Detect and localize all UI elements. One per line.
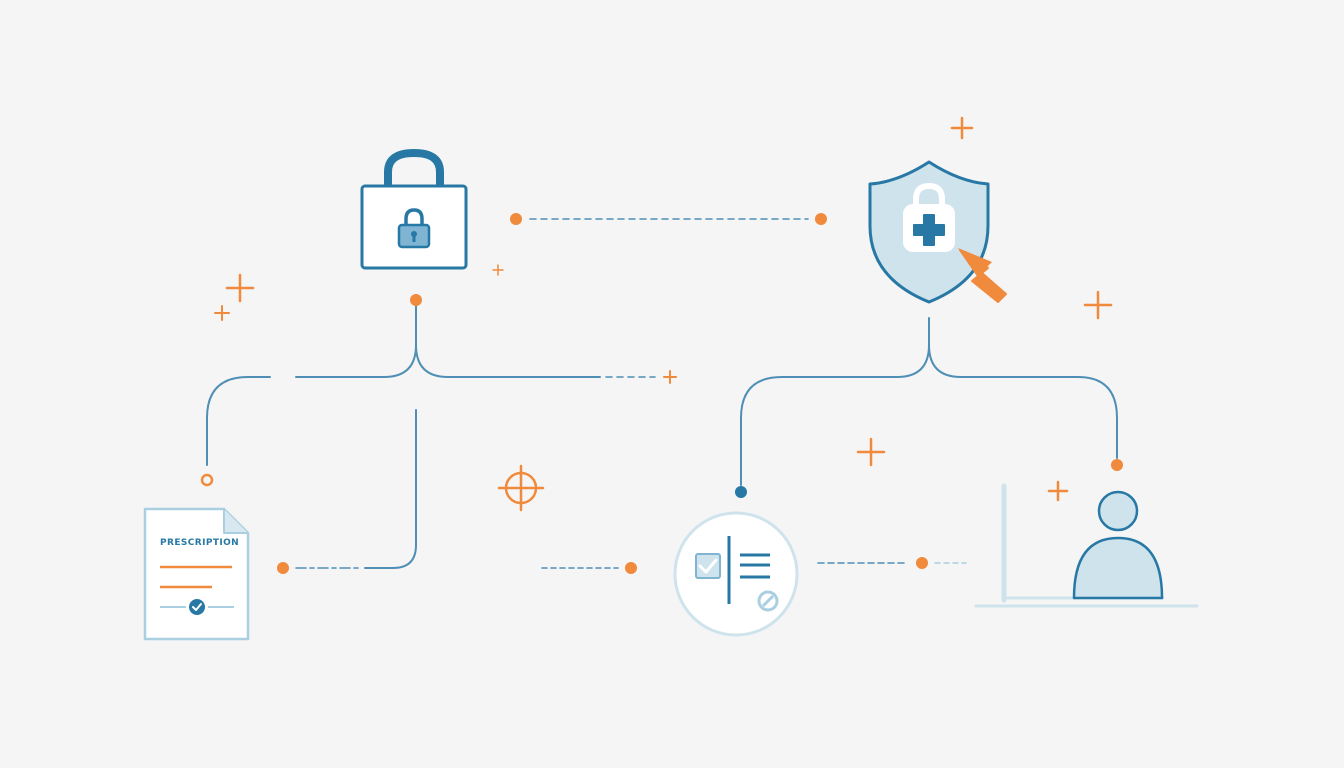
dot-patient-left	[916, 557, 928, 569]
connectors	[206, 218, 1118, 569]
dot-lock-bottom	[410, 294, 422, 306]
dot-patient-top	[1111, 459, 1123, 471]
connector-lock-stem	[383, 305, 417, 378]
shield-medical-lock-icon	[868, 160, 990, 304]
prescription-label: PRESCRIPTION	[160, 538, 239, 548]
blocked-icon	[757, 590, 779, 612]
user-at-desk-icon	[974, 483, 1199, 608]
dot-checklist-top	[735, 486, 747, 498]
sparkle-icon	[1047, 480, 1069, 502]
dot-prescription-right	[277, 562, 289, 574]
connector-branch-left	[206, 376, 385, 466]
connector-shield-stem	[740, 317, 930, 486]
dot-prescription-top	[200, 473, 214, 487]
connector-shield-right	[928, 344, 1118, 459]
sparkle-icon	[856, 437, 886, 467]
checklist-circle-icon	[673, 511, 799, 637]
sparkle-icon	[1083, 290, 1113, 320]
connector-dots	[200, 213, 1123, 574]
dot-lock-right	[510, 213, 522, 225]
mini-padlock-icon	[397, 208, 431, 249]
dot-checklist-left	[625, 562, 637, 574]
connector-branch-right	[415, 344, 601, 378]
sparkle-icon	[950, 116, 974, 140]
connector-mid-down	[364, 409, 417, 569]
padlock-icon	[360, 148, 468, 270]
sparkle-icon	[225, 273, 255, 303]
checkbox-icon	[695, 553, 721, 579]
dot-shield-left	[815, 213, 827, 225]
crosshair-icon	[497, 464, 545, 512]
cursor-arrow-icon	[958, 248, 1007, 303]
sparkle-icon	[214, 305, 230, 321]
sparkle-icon	[663, 370, 677, 384]
sparkles	[214, 116, 1113, 512]
check-badge-icon	[189, 599, 205, 615]
sparkle-icon	[492, 264, 504, 276]
prescription-document-icon: PRESCRIPTION	[143, 507, 250, 641]
